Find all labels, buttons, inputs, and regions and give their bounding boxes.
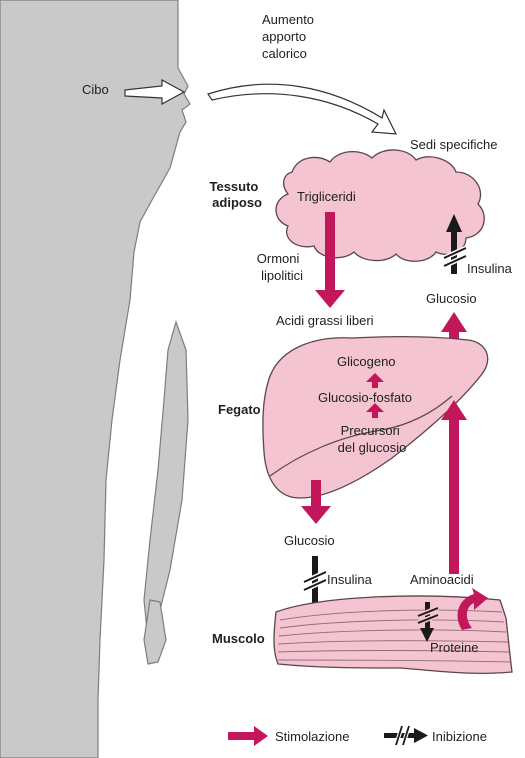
legend: Stimolazione Inibizione <box>228 726 487 746</box>
adipose-tissue-label: Tessuto adiposo <box>209 179 262 210</box>
triglycerides-label: Trigliceridi <box>297 189 356 204</box>
muscle-insulin-label: Insulina <box>327 572 373 587</box>
glucose-phosphate-label: Glucosio-fosfato <box>318 390 412 405</box>
caloric-flow-arrow <box>208 84 396 134</box>
lipolytic-hormones-label: Ormoni lipolitici <box>257 251 303 283</box>
legend-stimulation-label: Stimolazione <box>275 729 349 744</box>
legend-stimulation-arrow <box>228 726 268 746</box>
food-label: Cibo <box>82 82 109 97</box>
adipose-insulin-label: Insulina <box>467 261 513 276</box>
liver-glucose-label: Glucosio <box>284 533 335 548</box>
adipose-glucose-label: Glucosio <box>426 291 477 306</box>
caloric-increase-label: Aumento apporto calorico <box>262 12 318 61</box>
amino-acids-to-liver-arrow <box>441 400 467 574</box>
glycogen-label: Glicogeno <box>337 354 396 369</box>
amino-acids-label: Aminoacidi <box>410 572 474 587</box>
free-fatty-acids-label: Acidi grassi liberi <box>276 313 374 328</box>
legend-inhibition-label: Inibizione <box>432 729 487 744</box>
proteins-label: Proteine <box>430 640 478 655</box>
legend-inhibition-arrow <box>384 726 428 745</box>
specific-sites-label: Sedi specifiche <box>410 137 497 152</box>
liver-label: Fegato <box>218 402 261 417</box>
muscle-label: Muscolo <box>212 631 265 646</box>
